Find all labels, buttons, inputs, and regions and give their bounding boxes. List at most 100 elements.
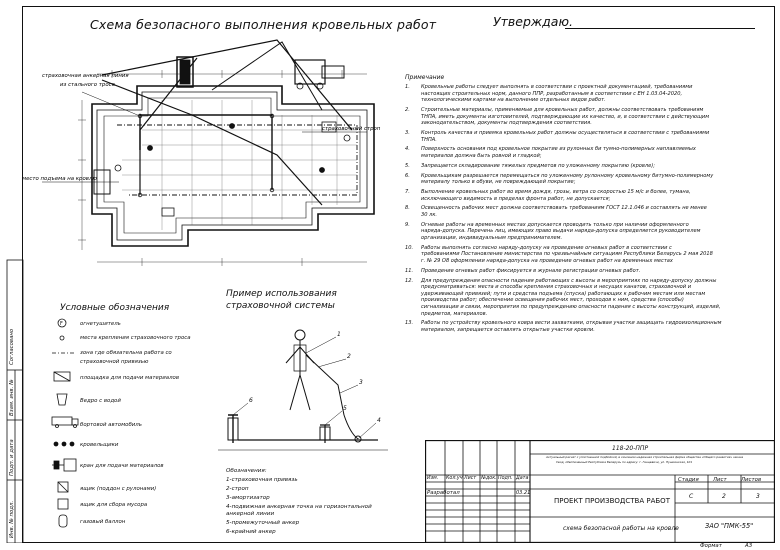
legend-item-gas: газовый баллон: [80, 519, 126, 525]
side-stamp-replace: Взам. инв. №: [9, 379, 15, 416]
roof-plan-drawing: страховочная анкерная линия из стального…: [22, 39, 381, 266]
callout-4: 4: [377, 417, 381, 424]
title-block: [425, 440, 775, 543]
drawing-code: 118-20-ППР: [612, 445, 649, 452]
developer-label: Разработал: [427, 490, 460, 496]
example-item-1: 1-страховочная привязь: [226, 477, 298, 483]
note-text: Строительные материалы, применяемые для …: [421, 107, 761, 127]
gas-cylinder-icon: [58, 514, 68, 528]
stamp-head-date: Дата: [516, 476, 529, 481]
stamp-fine-print-1: Актуальный расчет с уплотненной подбойко…: [546, 455, 744, 459]
sheet-header: Лист: [713, 477, 727, 483]
note-line: Для предупреждения опасности падения раб…: [421, 277, 717, 284]
anchor-line-label: страховочная анкерная линия: [42, 73, 129, 79]
stamp-fine-print-2: Свод, обеспеченный Республика Беларусь п…: [556, 460, 693, 464]
note-text: Для предупреждения опасности падения раб…: [421, 278, 761, 318]
example-title-2: страховочной системы: [226, 301, 335, 311]
legend-item-bucket: Ведро с водой: [80, 398, 121, 404]
truck-icon: [51, 416, 79, 428]
sheet-value: 2: [722, 493, 726, 500]
fire-extinguisher-icon: F: [57, 318, 67, 328]
example-item-5: 5-промежуточный анкер: [226, 520, 300, 526]
approval-label: Утверждаю.: [493, 14, 573, 29]
note-number: 2.: [405, 107, 410, 113]
stamp-head-sign: Подп.: [498, 476, 513, 481]
bucket-icon: [56, 393, 68, 406]
anchor-line-label-2: из стального троса: [60, 82, 115, 88]
note-text: Работы выполнять согласно наряду-допуску…: [421, 245, 761, 265]
note-line: ТНПА.: [421, 136, 437, 143]
note-line: производства работ; обеспечение освещени…: [421, 297, 684, 304]
format-label: Формат: [700, 543, 722, 549]
note-text: Работы по устройству кровельного ковра в…: [421, 320, 761, 333]
sheets-header: Листов: [741, 477, 762, 483]
side-stamp-inv: Инв. № подл.: [9, 501, 15, 538]
note-text: Кровельные работы следует выполнять в со…: [421, 84, 761, 104]
note-line: ТНПА, иметь документы изготовителей, под…: [421, 113, 710, 120]
legend-symbols: F: [51, 318, 79, 528]
note-number: 9.: [405, 221, 410, 228]
stage-value: С: [689, 493, 694, 500]
note-number: 12.: [405, 277, 414, 284]
note-number: 10.: [405, 244, 414, 251]
format-value: А3: [745, 543, 753, 549]
note-line: наряда-допуска. Перечень лиц, имеющих пр…: [421, 228, 701, 235]
callout-6: 6: [249, 397, 253, 404]
note-line: Работы выполнять согласно наряду-допуску…: [421, 244, 672, 251]
example-item-3: 3-амортизатор: [226, 495, 270, 501]
note-line: удерживающей привязей; пути и средства п…: [421, 290, 706, 297]
callout-2: 2: [347, 353, 351, 360]
note-line: материалу только в обуви, не повреждающе…: [421, 179, 576, 186]
example-item-4b: анкерной линии: [226, 511, 275, 517]
note-line: предусматриваться: места и способы крепл…: [421, 284, 692, 291]
stamp-head-izm: Изм.: [427, 476, 439, 481]
drawing-title: Схема безопасного выполнения кровельных …: [90, 17, 437, 32]
note-number: 5.: [405, 162, 410, 169]
note-text: Проведение огневых работ фиксируется в ж…: [421, 268, 761, 275]
example-item-2: 2-строп: [226, 486, 249, 492]
note-line: организации, индивидуальным предпринимат…: [421, 234, 563, 241]
sheet-title: схема безопасной работы на кровле: [563, 525, 679, 532]
developer-date: 03.21: [516, 490, 531, 496]
note-line: исключающего видимость в пределах фронта…: [421, 195, 611, 202]
stamp-head-list: Лист: [464, 476, 477, 481]
note-number: 11.: [405, 267, 414, 274]
note-line: Строительные материалы, применяемые для …: [421, 107, 704, 113]
safety-strap-label: страховочный строп: [322, 126, 381, 132]
note-number: 3.: [405, 130, 410, 136]
safety-system-drawing: 1 2 3 4 5 6: [218, 329, 388, 451]
legend-item-truck: бортовой автомобиль: [80, 422, 142, 428]
callout-3: 3: [359, 379, 363, 386]
legend-item-roofers: кровельщики: [80, 442, 119, 448]
anchor-point-icon: [59, 335, 65, 341]
legend-item-trash: ящик для сбора мусора: [80, 502, 148, 508]
note-text: Поверхность основания под кровельное пок…: [421, 146, 761, 159]
note-text: Выполнение кровельных работ во время дож…: [421, 189, 761, 202]
note-line: Запрещается складирование тяжелых предме…: [421, 162, 656, 169]
note-number: 1.: [405, 84, 410, 90]
note-text: Кровельщикам разрешается перемещаться по…: [421, 173, 761, 186]
note-text: Освещенность рабочих мест должна соответ…: [421, 205, 761, 218]
stamp-head-kol: Кол.уч: [446, 476, 463, 481]
crane-icon: [52, 458, 77, 472]
note-number: 4.: [405, 146, 410, 153]
roofers-icon: [53, 441, 75, 447]
note-line: Освещенность рабочих мест должна соответ…: [421, 205, 707, 212]
note-text: Огневые работы на временных местах допус…: [421, 222, 761, 242]
note-line: технологическими картами на выполнение о…: [421, 97, 606, 104]
callout-5: 5: [343, 405, 347, 412]
note-line: настоящих строительных норм, данного ППР…: [421, 90, 683, 97]
example-item-4: 4-подвижная анкерная точка на горизонтал…: [226, 504, 372, 510]
note-line: Проведение огневых работ фиксируется в ж…: [421, 267, 641, 274]
note-line: предметов, материалов.: [421, 310, 488, 317]
note-line: требованиями Постановление министерства …: [421, 251, 713, 258]
note-line: Кровельные работы следует выполнять в со…: [421, 84, 693, 90]
sheets-value: 3: [756, 493, 760, 500]
note-line: Огневые работы на временных местах допус…: [421, 221, 689, 228]
project-title: ПРОЕКТ ПРОИЗВОДСТВА РАБОТ: [554, 497, 670, 505]
legend-title: Условные обозначения: [60, 303, 170, 313]
note-number: 6.: [405, 172, 410, 179]
note-line: материалом, запрещается оставлять открыт…: [421, 326, 595, 333]
drawing-frame: [22, 6, 775, 543]
